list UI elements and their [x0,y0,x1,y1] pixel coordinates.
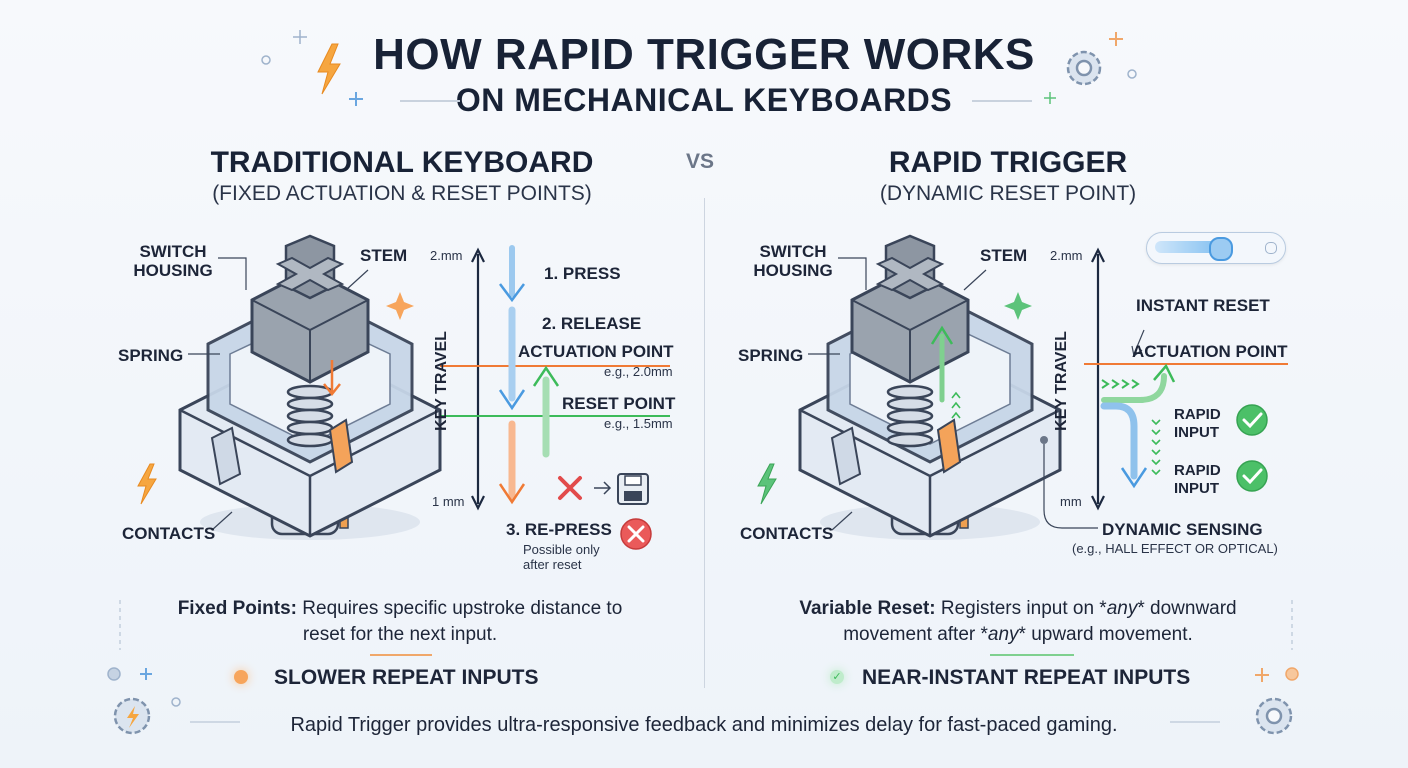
right-scale-bottom: mm [1060,494,1082,509]
footer-text: Rapid Trigger provides ultra-responsive … [290,714,1118,736]
dot-icon [261,55,271,65]
left-step-release: 2. RELEASE [542,314,642,333]
sparkle-icon [293,30,307,44]
right-label-spring: SPRING [738,346,804,365]
sparkle-icon [386,292,414,320]
instant-reset-arrow [1101,373,1167,403]
sparkle-icon [349,92,363,106]
right-leader-lines [808,257,1098,531]
green-check-dot-icon: ✓ [830,670,844,684]
right-switch-illustration [798,234,1062,540]
spring-coil [286,384,334,448]
left-actuation-label: ACTUATION POINT [518,342,674,361]
page-subtitle: ON MECHANICAL KEYBOARDS [455,82,953,118]
page-title: HOW RAPID TRIGGER WORKS [373,30,1035,79]
gear-icon [113,697,151,735]
center-divider [704,198,705,688]
left-label-spring: SPRING [118,346,184,365]
lightning-icon [317,43,341,95]
right-label-stem: STEM [980,246,1028,265]
left-step-press: 1. PRESS [544,264,621,283]
left-label-contacts: CONTACTS [122,524,216,543]
right-result: NEAR-INSTANT REPEAT INPUTS [862,666,1191,689]
left-desc-bold: Fixed Points: [177,598,297,619]
left-step-repress: 3. RE-PRESS [506,520,612,539]
toggle-switch-icon [1146,232,1286,264]
gear-icon [1255,697,1293,735]
dot-icon [107,667,121,681]
right-desc-em-2: any [987,624,1019,645]
right-travel-diagram [1084,247,1288,511]
right-label-contacts: CONTACTS [740,524,834,543]
right-label-switch-housing: SWITCH HOUSING [753,242,833,280]
sparkle-icon [1109,32,1123,46]
sparkle-icon [140,668,152,680]
right-actuation-label: ACTUATION POINT [1132,342,1288,361]
left-desc-text: Requires specific upstroke distance to r… [297,598,623,645]
right-dynamic-sensing: DYNAMIC SENSING [1102,520,1263,539]
sparkle-icon [1004,292,1032,320]
check-icon [1236,404,1268,436]
left-result-rule [370,654,432,656]
right-scale-top: 2.mm [1050,248,1083,263]
dot-icon [1127,69,1137,79]
right-rapid-input-2: RAPID INPUT [1174,462,1221,497]
gear-icon [1066,50,1102,86]
right-dynamic-example: (e.g., HALL EFFECT OR OPTICAL) [1072,541,1278,556]
right-axis-label: KEY TRAVEL [1052,331,1070,431]
left-column-subtitle: (FIXED ACTUATION & RESET POINTS) [212,182,592,205]
right-rapid-input-1: RAPID INPUT [1174,406,1221,441]
right-desc-bold: Variable Reset: [799,598,936,619]
dot-icon [1285,667,1299,681]
left-label-stem: STEM [360,246,408,265]
right-instant-reset: INSTANT RESET [1136,296,1270,315]
title-rule-right [972,100,1032,102]
left-repress-note: Possible only after reset [523,542,600,572]
left-description: Fixed Points: Requires specific upstroke… [170,596,630,648]
title-rule-left [400,100,460,102]
left-label-switch-housing: SWITCH HOUSING [133,242,213,280]
vs-label: VS [686,150,715,173]
right-desc-text-2: * downward movement after * [843,598,1237,645]
right-column-subtitle: (DYNAMIC RESET POINT) [879,182,1137,205]
left-travel-diagram [440,245,670,550]
right-desc-text-1: Registers input on * [935,598,1107,619]
left-leader-lines [188,257,369,531]
right-column-title: RAPID TRIGGER [888,146,1128,179]
left-scale-bottom: 1 mm [432,494,465,509]
save-icon [617,473,649,505]
left-reset-example: e.g., 1.5mm [604,416,673,431]
dot-icon [171,697,181,707]
cross-icon [558,476,582,500]
right-result-rule [990,654,1074,656]
left-column-title: TRADITIONAL KEYBOARD [210,146,594,179]
left-scale-top: 2.mm [430,248,463,263]
sparkle-icon [1255,668,1269,682]
spring-coil [886,384,934,448]
left-reset-label: RESET POINT [562,394,676,413]
check-icon [1236,460,1268,492]
left-switch-illustration [178,234,442,540]
rapid-press-arrow [1100,402,1138,480]
right-description: Variable Reset: Registers input on *any*… [762,596,1274,648]
left-result: SLOWER REPEAT INPUTS [274,666,539,689]
lightning-icon [757,463,777,505]
orange-dot-icon [234,670,248,684]
left-actuation-example: e.g., 2.0mm [604,364,673,379]
lightning-icon [137,463,157,505]
right-desc-text-3: * upward movement. [1018,624,1193,645]
sparkle-icon [1044,92,1056,104]
cross-circle-icon [620,518,652,550]
right-desc-em-1: any [1106,598,1138,619]
